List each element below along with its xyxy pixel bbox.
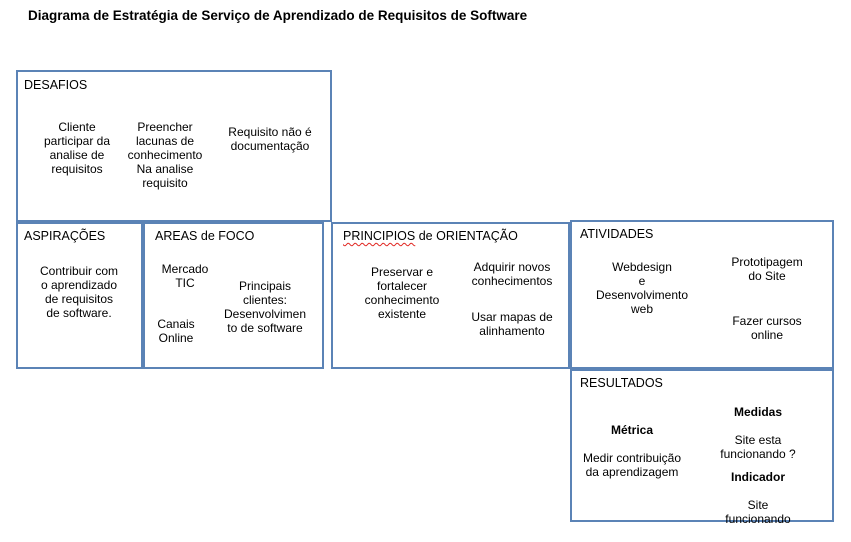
principios-item-preservar: Preservar e fortalecer conhecimento exis… bbox=[364, 265, 440, 321]
box-areas-de-foco: AREAS de FOCO Mercado TIC Canais Online … bbox=[143, 222, 324, 369]
resultados-indicador-heading: Indicador bbox=[730, 470, 786, 484]
resultados-metrica-text: Medir contribuição da aprendizagem bbox=[582, 451, 682, 479]
areas-item-canais: Canais Online bbox=[157, 317, 195, 345]
resultados-indicador-text: Site funcionando bbox=[725, 498, 791, 526]
atividades-item-cursos: Fazer cursos online bbox=[732, 314, 802, 342]
areas-item-mercado-tic: Mercado TIC bbox=[161, 262, 209, 290]
box-principios-label: PRINCIPIOS de ORIENTAÇÃO bbox=[343, 229, 518, 243]
areas-label-rest: de FOCO bbox=[197, 229, 255, 243]
desafios-item-cliente: Cliente participar da analise de requisi… bbox=[43, 120, 111, 176]
resultados-medidas-text: Site esta funcionando ? bbox=[720, 433, 796, 461]
principios-item-adquirir: Adquirir novos conhecimentos bbox=[471, 260, 553, 288]
aspiracoes-item-contribuir: Contribuir com o aprendizado de requisit… bbox=[39, 264, 119, 320]
resultados-medidas-heading: Medidas bbox=[733, 405, 782, 419]
box-atividades: ATIVIDADES Webdesign e Desenvolvimento w… bbox=[570, 220, 834, 369]
resultados-item-metrica: Métrica Medir contribuição da aprendizag… bbox=[583, 409, 681, 493]
atividades-item-prototipagem: Prototipagem do Site bbox=[731, 255, 803, 283]
box-desafios: DESAFIOS Cliente participar da analise d… bbox=[16, 70, 332, 222]
box-principios: PRINCIPIOS de ORIENTAÇÃO Preservar e for… bbox=[331, 222, 570, 369]
areas-label-word: AREAS bbox=[155, 229, 198, 243]
resultados-metrica-heading: Métrica bbox=[610, 423, 654, 437]
box-resultados: RESULTADOS Métrica Medir contribuição da… bbox=[570, 369, 834, 526]
resultados-item-medidas: Medidas Site esta funcionando ? bbox=[720, 391, 795, 475]
desafios-item-requisito: Requisito não é documentação bbox=[228, 125, 312, 153]
box-aspiracoes-label: ASPIRAÇÕES bbox=[24, 229, 106, 243]
box-desafios-label: DESAFIOS bbox=[24, 78, 88, 92]
areas-item-clientes: Principais clientes: Desenvolvimen to de… bbox=[223, 279, 307, 335]
diagram-title: Diagrama de Estratégia de Serviço de Apr… bbox=[28, 8, 528, 23]
resultados-item-indicador: Indicador Site funcionando bbox=[725, 456, 790, 540]
box-resultados-label: RESULTADOS bbox=[580, 376, 663, 390]
principios-label-misspelled-word: PRINCIPIOS bbox=[343, 229, 416, 243]
principios-item-mapas: Usar mapas de alinhamento bbox=[471, 310, 553, 338]
principios-label-rest: de ORIENTAÇÃO bbox=[415, 229, 518, 243]
box-areas-label: AREAS de FOCO bbox=[155, 229, 254, 243]
atividades-item-webdesign: Webdesign e Desenvolvimento web bbox=[595, 260, 689, 316]
box-atividades-label: ATIVIDADES bbox=[580, 227, 654, 241]
box-aspiracoes: ASPIRAÇÕES Contribuir com o aprendizado … bbox=[16, 222, 143, 369]
desafios-item-lacunas: Preencher lacunas de conhecimento Na ana… bbox=[127, 120, 203, 190]
